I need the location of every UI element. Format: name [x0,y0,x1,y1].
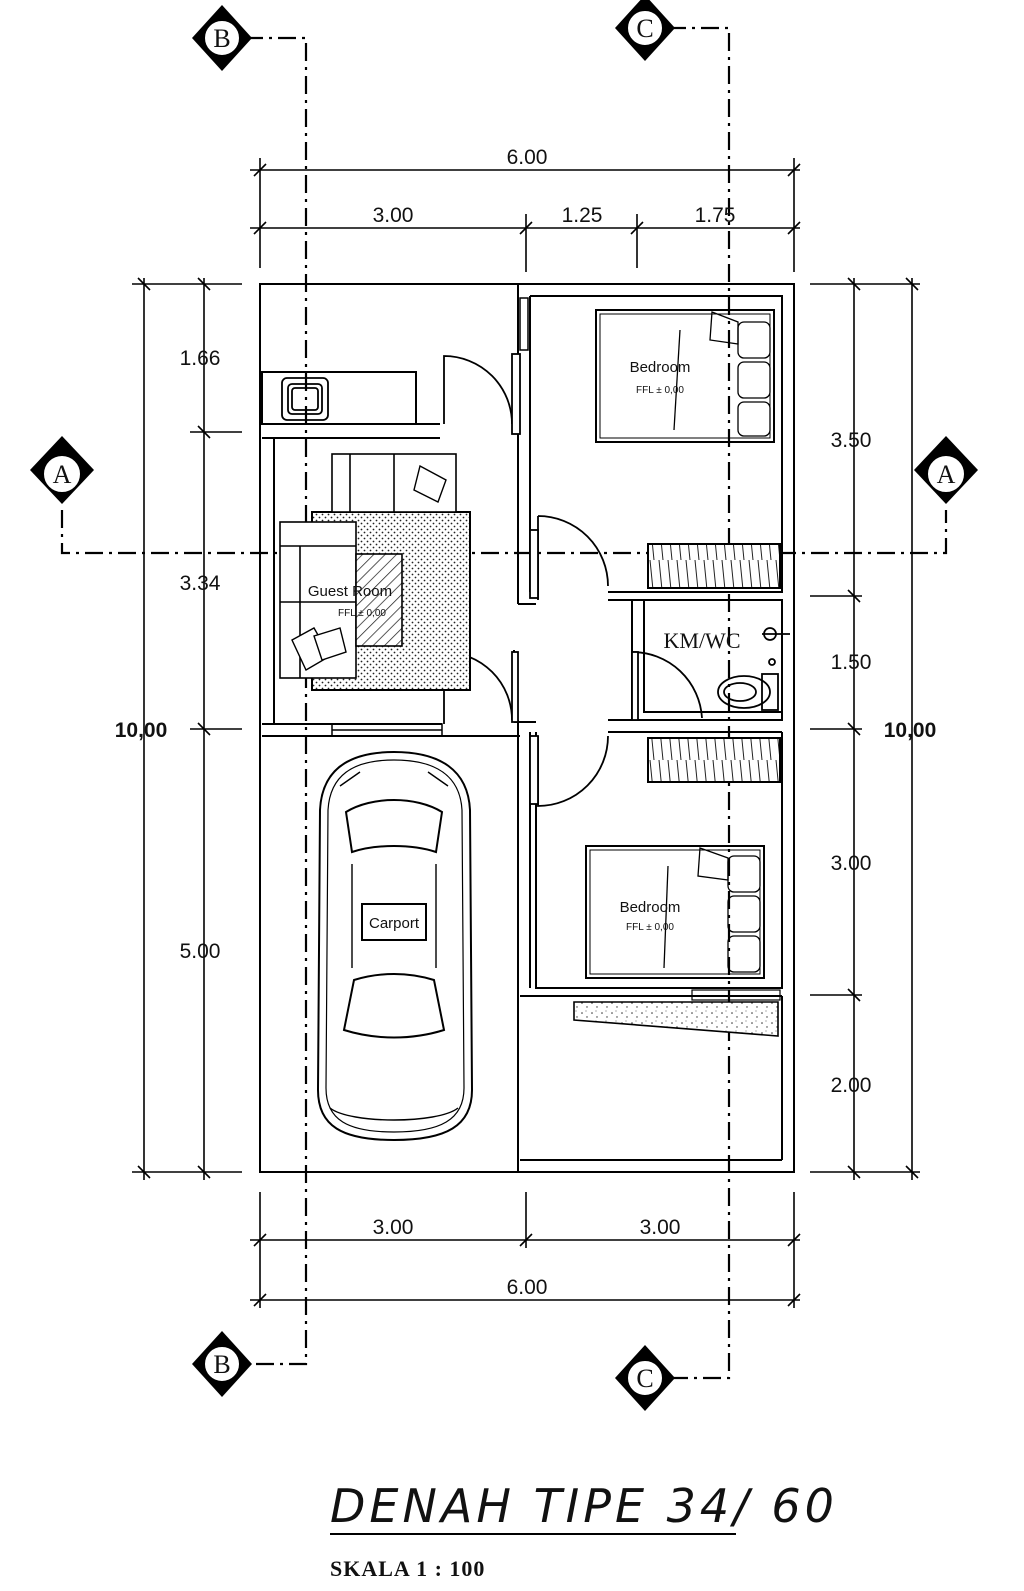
dim-right-total: 10,00 [884,719,937,742]
room-ffl-guest-room: FFL ± 0,00 [338,608,386,619]
dim-top-total: 6.00 [507,146,548,169]
section-mark-a-right-label: A [937,460,956,489]
walls [259,283,795,1173]
bed-top [595,309,775,443]
room-ffl-bedroom-top: FFL ± 0,00 [636,385,684,396]
section-mark-b-top-label: B [213,24,230,53]
room-label-guest-room: Guest Room [308,583,392,600]
dim-bottom-right: 3.00 [640,1216,681,1239]
wardrobe-bottom [647,737,781,783]
room-label-bedroom-bottom: Bedroom [620,899,681,916]
car [316,750,474,1142]
dim-bottom-total: 6.00 [507,1276,548,1299]
window-bedroom-top [519,297,529,351]
room-label-bedroom-top: Bedroom [630,359,691,376]
section-mark-a-right: A [914,436,978,504]
section-lines [60,26,948,1380]
section-mark-a-left: A [30,436,94,504]
dim-right-2: 1.50 [831,651,872,674]
door-kitchen [443,355,513,425]
guest-room-chairs [291,464,447,671]
door-bedroom-top [537,515,609,600]
section-mark-b-bottom: B [192,1331,252,1397]
section-mark-b-top: B [192,5,252,71]
drawing-title: DENAH TIPE 34/ 60 [330,1479,838,1533]
door-wc [631,651,703,720]
section-mark-a-left-label: A [53,460,72,489]
window-bedroom-bottom [691,989,781,1001]
dim-left-total: 10,00 [115,719,168,742]
coffee-table [355,553,403,647]
window [331,723,443,737]
section-mark-b-bottom-label: B [213,1350,230,1379]
section-mark-c-bottom-label: C [636,1364,653,1393]
dim-right-3: 3.00 [831,852,872,875]
dim-top-mid: 1.25 [562,204,603,227]
wardrobe-top [647,543,781,589]
section-mark-c-top: C [615,0,675,61]
planter-strip [573,1001,779,1037]
door-bedroom-bottom [537,735,609,807]
section-line-c [668,26,731,1380]
doors [443,353,703,807]
section-line-b [245,36,308,1366]
kitchen-sink [281,377,329,421]
section-mark-c-bottom: C [615,1345,675,1411]
wc-fixtures [717,627,790,711]
bed-bottom [585,845,765,979]
dim-right-1: 3.50 [831,429,872,452]
dim-left-2: 3.34 [180,572,221,595]
area-label-carport: Carport [369,915,420,932]
room-ffl-bedroom-bottom: FFL ± 0,00 [626,922,674,933]
dim-left-3: 5.00 [180,940,221,963]
dim-top-left: 3.00 [373,204,414,227]
dim-bottom-left: 3.00 [373,1216,414,1239]
dim-right-4: 2.00 [831,1074,872,1097]
room-label-wc: KM/WC [664,628,741,653]
section-mark-c-top-label: C [636,14,653,43]
dimension-lines [132,158,920,1308]
dim-left-1: 1.66 [180,347,221,370]
section-line-a [60,510,948,555]
dim-top-right: 1.75 [695,204,736,227]
drawing-scale: SKALA 1 : 100 [330,1556,485,1581]
